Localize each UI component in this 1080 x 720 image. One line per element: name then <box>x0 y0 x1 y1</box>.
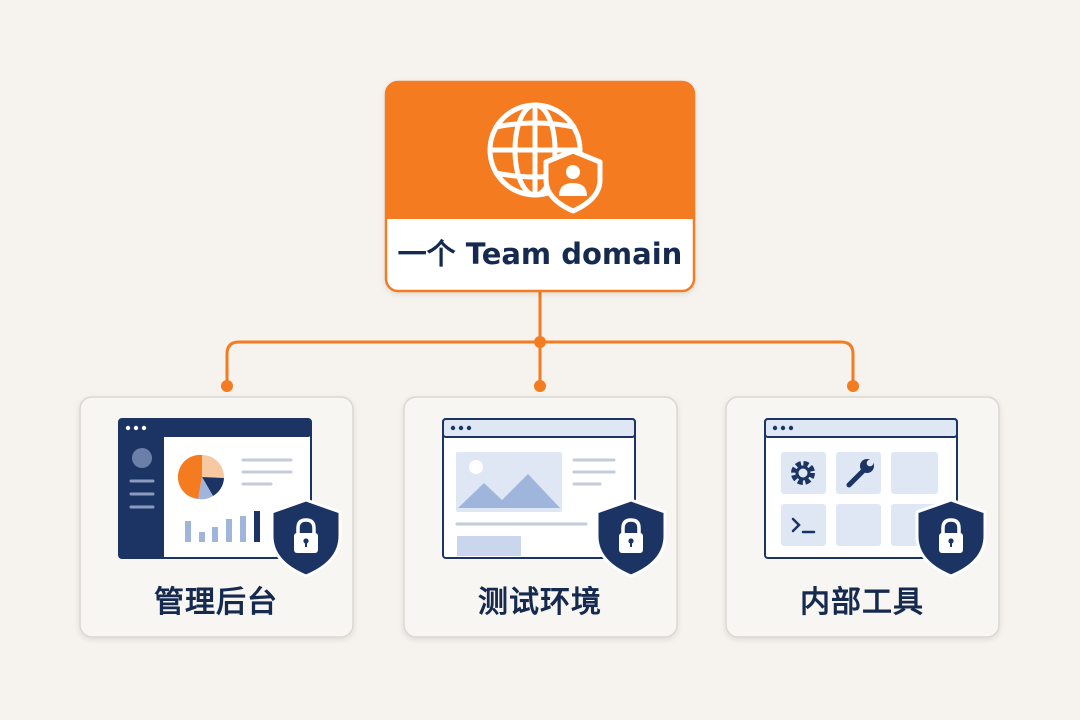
child-label-admin: 管理后台 <box>154 585 278 620</box>
window-dots <box>450 425 472 431</box>
child-label-test: 测试环境 <box>478 585 602 620</box>
window-dots <box>772 425 794 431</box>
connector-dots <box>221 336 859 392</box>
gear-icon <box>791 461 815 485</box>
wrench-icon <box>846 459 874 488</box>
window-dots <box>125 425 147 431</box>
globe-with-user-shield-icon <box>487 102 603 214</box>
pie-chart-icon <box>177 454 225 500</box>
connector-right <box>538 340 855 388</box>
bar-chart-icon <box>185 511 260 542</box>
lock-shield-icon <box>270 498 342 578</box>
connector-end-dot-center <box>534 380 546 392</box>
lock-shield-icon <box>915 498 987 578</box>
child-node-test: 测试环境 <box>403 396 678 638</box>
root-label: 一个 Team domain <box>398 237 683 271</box>
internal-tools-illustration <box>764 418 958 559</box>
connector-end-dot-left <box>221 380 233 392</box>
junction-dot <box>534 336 546 348</box>
lock-shield-icon <box>595 498 667 578</box>
child-node-tools: 内部工具 <box>725 396 1000 638</box>
root-node: 一个 Team domain <box>384 80 696 293</box>
admin-dashboard-illustration <box>118 418 312 559</box>
test-environment-illustration <box>442 418 636 559</box>
child-label-tools: 内部工具 <box>800 585 924 620</box>
connector-end-dot-right <box>847 380 859 392</box>
child-node-admin: 管理后台 <box>79 396 354 638</box>
terminal-icon <box>791 517 816 534</box>
image-placeholder-icon <box>456 452 562 512</box>
connector-left <box>225 340 542 388</box>
